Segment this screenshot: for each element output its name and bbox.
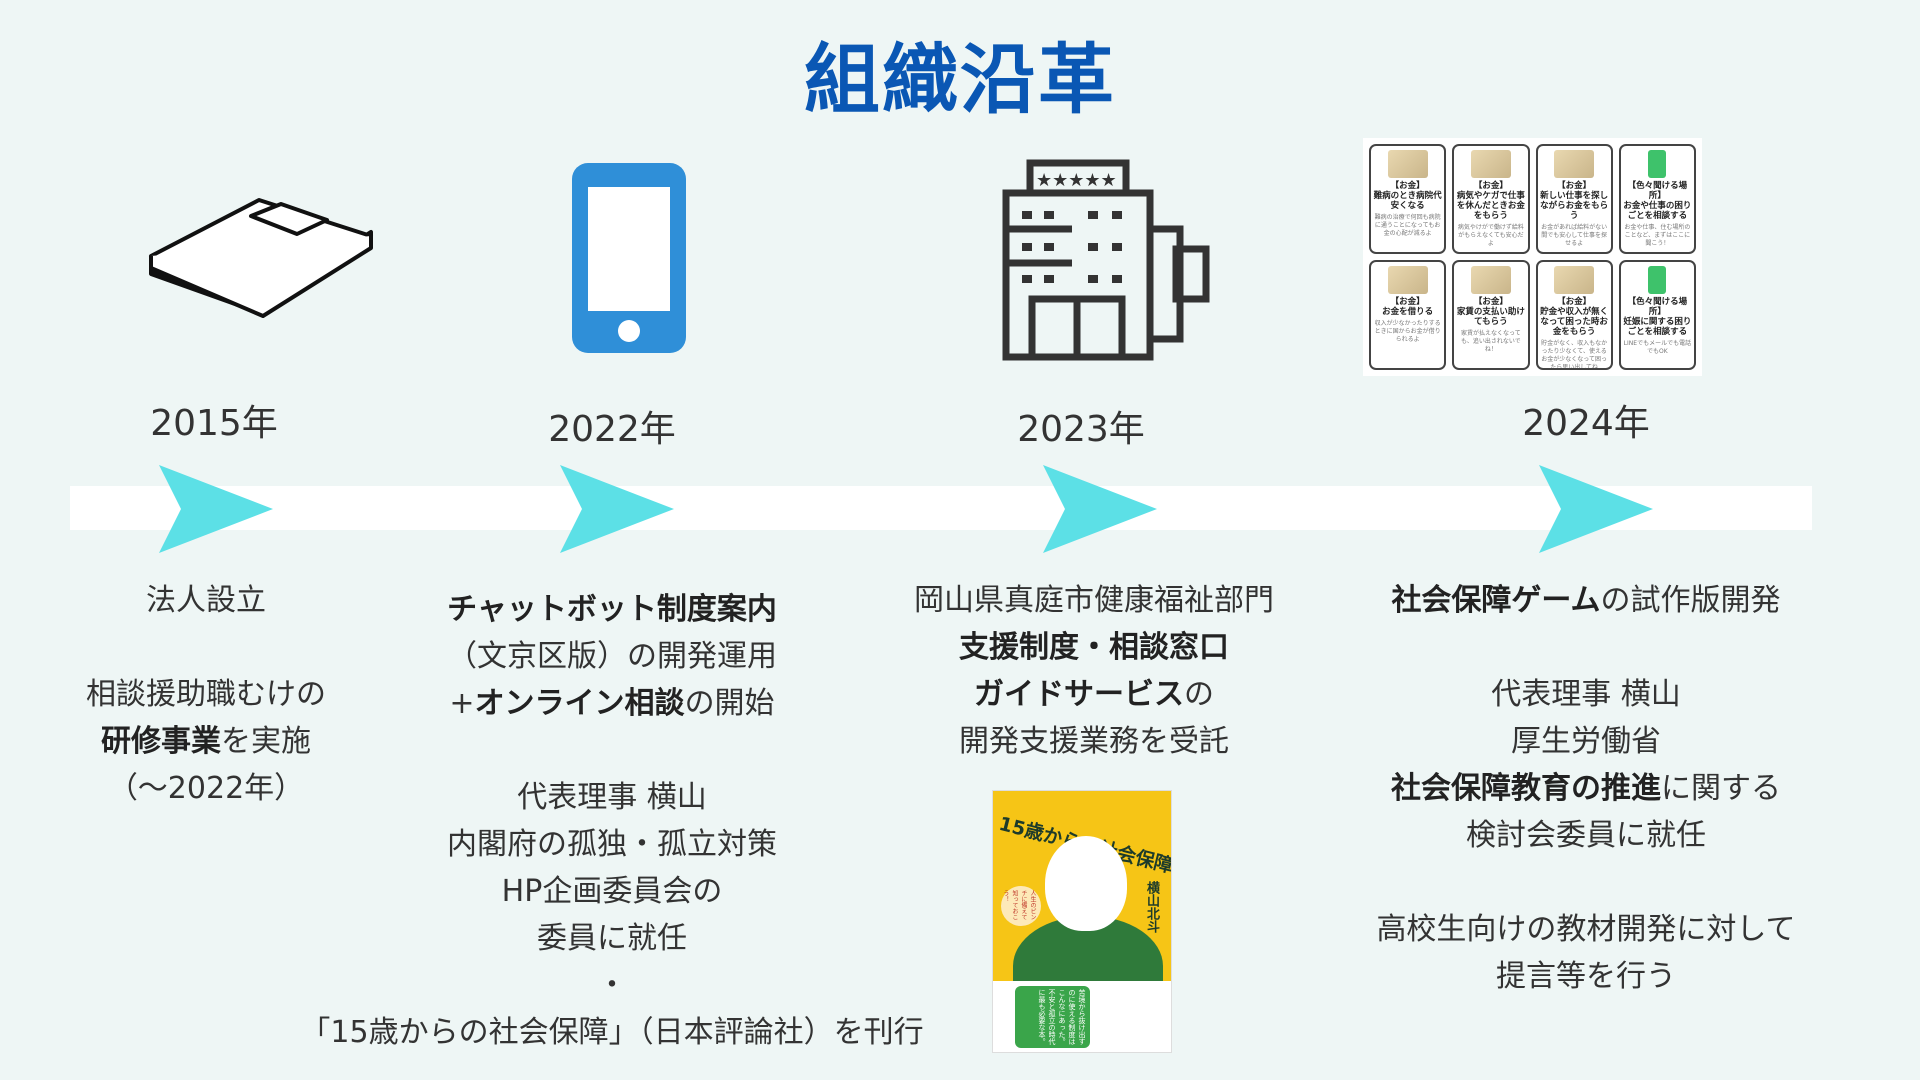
text-line: ガイドサービスの [974,677,1214,712]
text-line: 高校生向けの教材開発に対して [1376,912,1796,947]
text-line: 代表理事 横山 [517,780,707,815]
game-card: 【お金】 病気やケガで仕事を休んだときお金をもらう 病気やけがで働けず給料がもら… [1452,144,1530,254]
text-line: 社会保障ゲームの試作版開発 [1391,583,1781,618]
smartphone-icon [572,163,686,353]
card-tag: 【お金】 [1473,181,1508,191]
phone-hand-icon [1648,150,1667,178]
money-icon [1387,266,1428,294]
milestone-2024: 社会保障ゲームの試作版開発 代表理事 横山 厚生労働省 社会保障教育の推進に関す… [1316,577,1856,1000]
text-line: 検討会委員に就任 [1466,818,1706,853]
card-desc: 貯金がなく、収入もなかったり少なくて、使えるお金が少なくなって困ったら思い出して… [1541,340,1608,370]
book-stack-icon [149,198,373,318]
text-line: HP企画委員会の [501,874,723,909]
card-desc: 家賃が払えなくなっても、追い出されないでね！ [1461,330,1521,353]
text-line: ・ [597,968,627,1003]
card-desc: 病気やけがで働けず給料がもらえなくても安心だよ [1457,224,1524,247]
timeline-arrow-icon [560,465,674,553]
card-title: 難病のとき病院代安くなる [1373,191,1442,211]
game-card: 【お金】 家賃の支払い助けてもらう 家賃が払えなくなっても、追い出されないでね！ [1452,260,1530,370]
card-desc: お金があれば給料がない間でも安心して仕事を探せるよ [1541,224,1608,247]
milestone-2015: 法人設立 相談援助職むけの 研修事業を実施 （〜2022年） [6,577,406,812]
text-line: 支援制度・相談窓口 [959,630,1229,665]
money-icon [1470,150,1511,178]
year-label: 2022年 [548,409,676,450]
game-card: 【お金】 新しい仕事を探しながらお金をもらう お金があれば給料がない間でも安心し… [1535,144,1613,254]
card-title: 妊娠に関する困りごとを相談する [1623,317,1692,337]
game-cards-image: 【お金】 難病のとき病院代安くなる 難病の治療で何回も病院に通うことになってもお… [1363,138,1702,376]
card-tag: 【お金】 [1557,297,1592,307]
money-icon [1554,150,1595,178]
text-line: 社会保障教育の推進に関する [1391,771,1781,806]
text-line: 相談援助職むけの [86,677,326,712]
text-line: 提言等を行う [1496,959,1676,994]
year-label: 2023年 [1017,409,1145,450]
card-tag: 【お金】 [1390,297,1425,307]
text-line: （文京区版）の開発運用 [447,639,777,674]
card-tag: 【お金】 [1557,181,1592,191]
svg-text:★★★★★: ★★★★★ [1036,170,1117,191]
text-line: 内閣府の孤独・孤立対策 [447,827,777,862]
text-line: 岡山県真庭市健康福祉部門 [914,583,1274,618]
text-line: 法人設立 [146,583,266,618]
card-tag: 【色々聞ける場所】 [1627,297,1688,317]
money-icon [1554,266,1595,294]
milestone-2023: 岡山県真庭市健康福祉部門 支援制度・相談窓口 ガイドサービスの 開発支援業務を受… [844,577,1344,765]
game-card: 【色々聞ける場所】 妊娠に関する困りごとを相談する LINEでもメールでも電話で… [1618,260,1696,370]
book-blurb: 苦境から抜け出すのに使える制度はこんなにあった。不安と孤立の時代に最も必要な本。 [1015,986,1090,1048]
timeline-arrow-icon [1043,465,1157,553]
book-illustration-head [1045,836,1127,931]
book-cover-image: 15歳からの社会保障 人生のピンチに備えて知っておこう！ 横山北斗 苦境から抜け… [992,790,1172,1053]
building-icon: ★★★★★ [1002,159,1210,361]
timeline-band [70,486,1812,530]
year-label: 2015年 [150,403,278,444]
game-card: 【お金】 貯金や収入が無くなって困った時お金をもらう 貯金がなく、収入もなかった… [1535,260,1613,370]
timeline-arrow-icon [159,465,273,553]
book-subtitle: 人生のピンチに備えて知っておこう！ [1001,886,1041,926]
text-line: 研修事業を実施 [101,724,311,759]
money-icon [1470,266,1511,294]
game-card: 【色々聞ける場所】 お金や仕事の困りごとを相談する お金や仕事、住む場所のことな… [1618,144,1696,254]
card-desc: LINEでもメールでも電話でもOK [1623,340,1692,355]
text-line: +オンライン相談の開始 [449,686,775,721]
card-title: 貯金や収入が無くなって困った時お金をもらう [1540,307,1609,337]
text-line: チャットボット制度案内 [447,592,777,627]
milestone-2022: チャットボット制度案内 （文京区版）の開発運用 +オンライン相談の開始 代表理事… [262,586,962,1056]
text-line: 「15歳からの社会保障」（日本評論社）を刊行 [300,1015,924,1050]
money-icon [1387,150,1428,178]
timeline-arrow-icon [1539,465,1653,553]
text-line: 委員に就任 [537,921,687,956]
card-tag: 【お金】 [1473,297,1508,307]
card-title: お金を借りる [1382,307,1434,317]
card-desc: 難病の治療で何回も病院に通うことになってもお金の心配が減るよ [1374,214,1441,237]
text-line: 代表理事 横山 [1491,677,1681,712]
card-desc: お金や仕事、住む場所のことなど、まずはここに聞こう！ [1624,224,1691,247]
text-line: 厚生労働省 [1511,724,1661,759]
card-tag: 【お金】 [1390,181,1425,191]
phone-hand-icon [1648,266,1667,294]
card-title: 家賃の支払い助けてもらう [1456,307,1525,327]
book-author: 横山北斗 [1144,881,1159,933]
page-title: 組織沿革 [804,35,1116,124]
year-label: 2024年 [1522,403,1650,444]
card-title: 病気やケガで仕事を休んだときお金をもらう [1456,191,1525,221]
text-line: （〜2022年） [107,771,305,806]
card-title: お金や仕事の困りごとを相談する [1623,201,1692,221]
card-title: 新しい仕事を探しながらお金をもらう [1540,191,1609,221]
card-tag: 【色々聞ける場所】 [1627,181,1688,201]
game-card: 【お金】 お金を借りる 収入が少なかったりするときに国からお金が借りられるよ [1369,260,1447,370]
game-card: 【お金】 難病のとき病院代安くなる 難病の治療で何回も病院に通うことになってもお… [1369,144,1447,254]
card-desc: 収入が少なかったりするときに国からお金が借りられるよ [1374,320,1441,343]
text-line: 開発支援業務を受託 [959,724,1229,759]
